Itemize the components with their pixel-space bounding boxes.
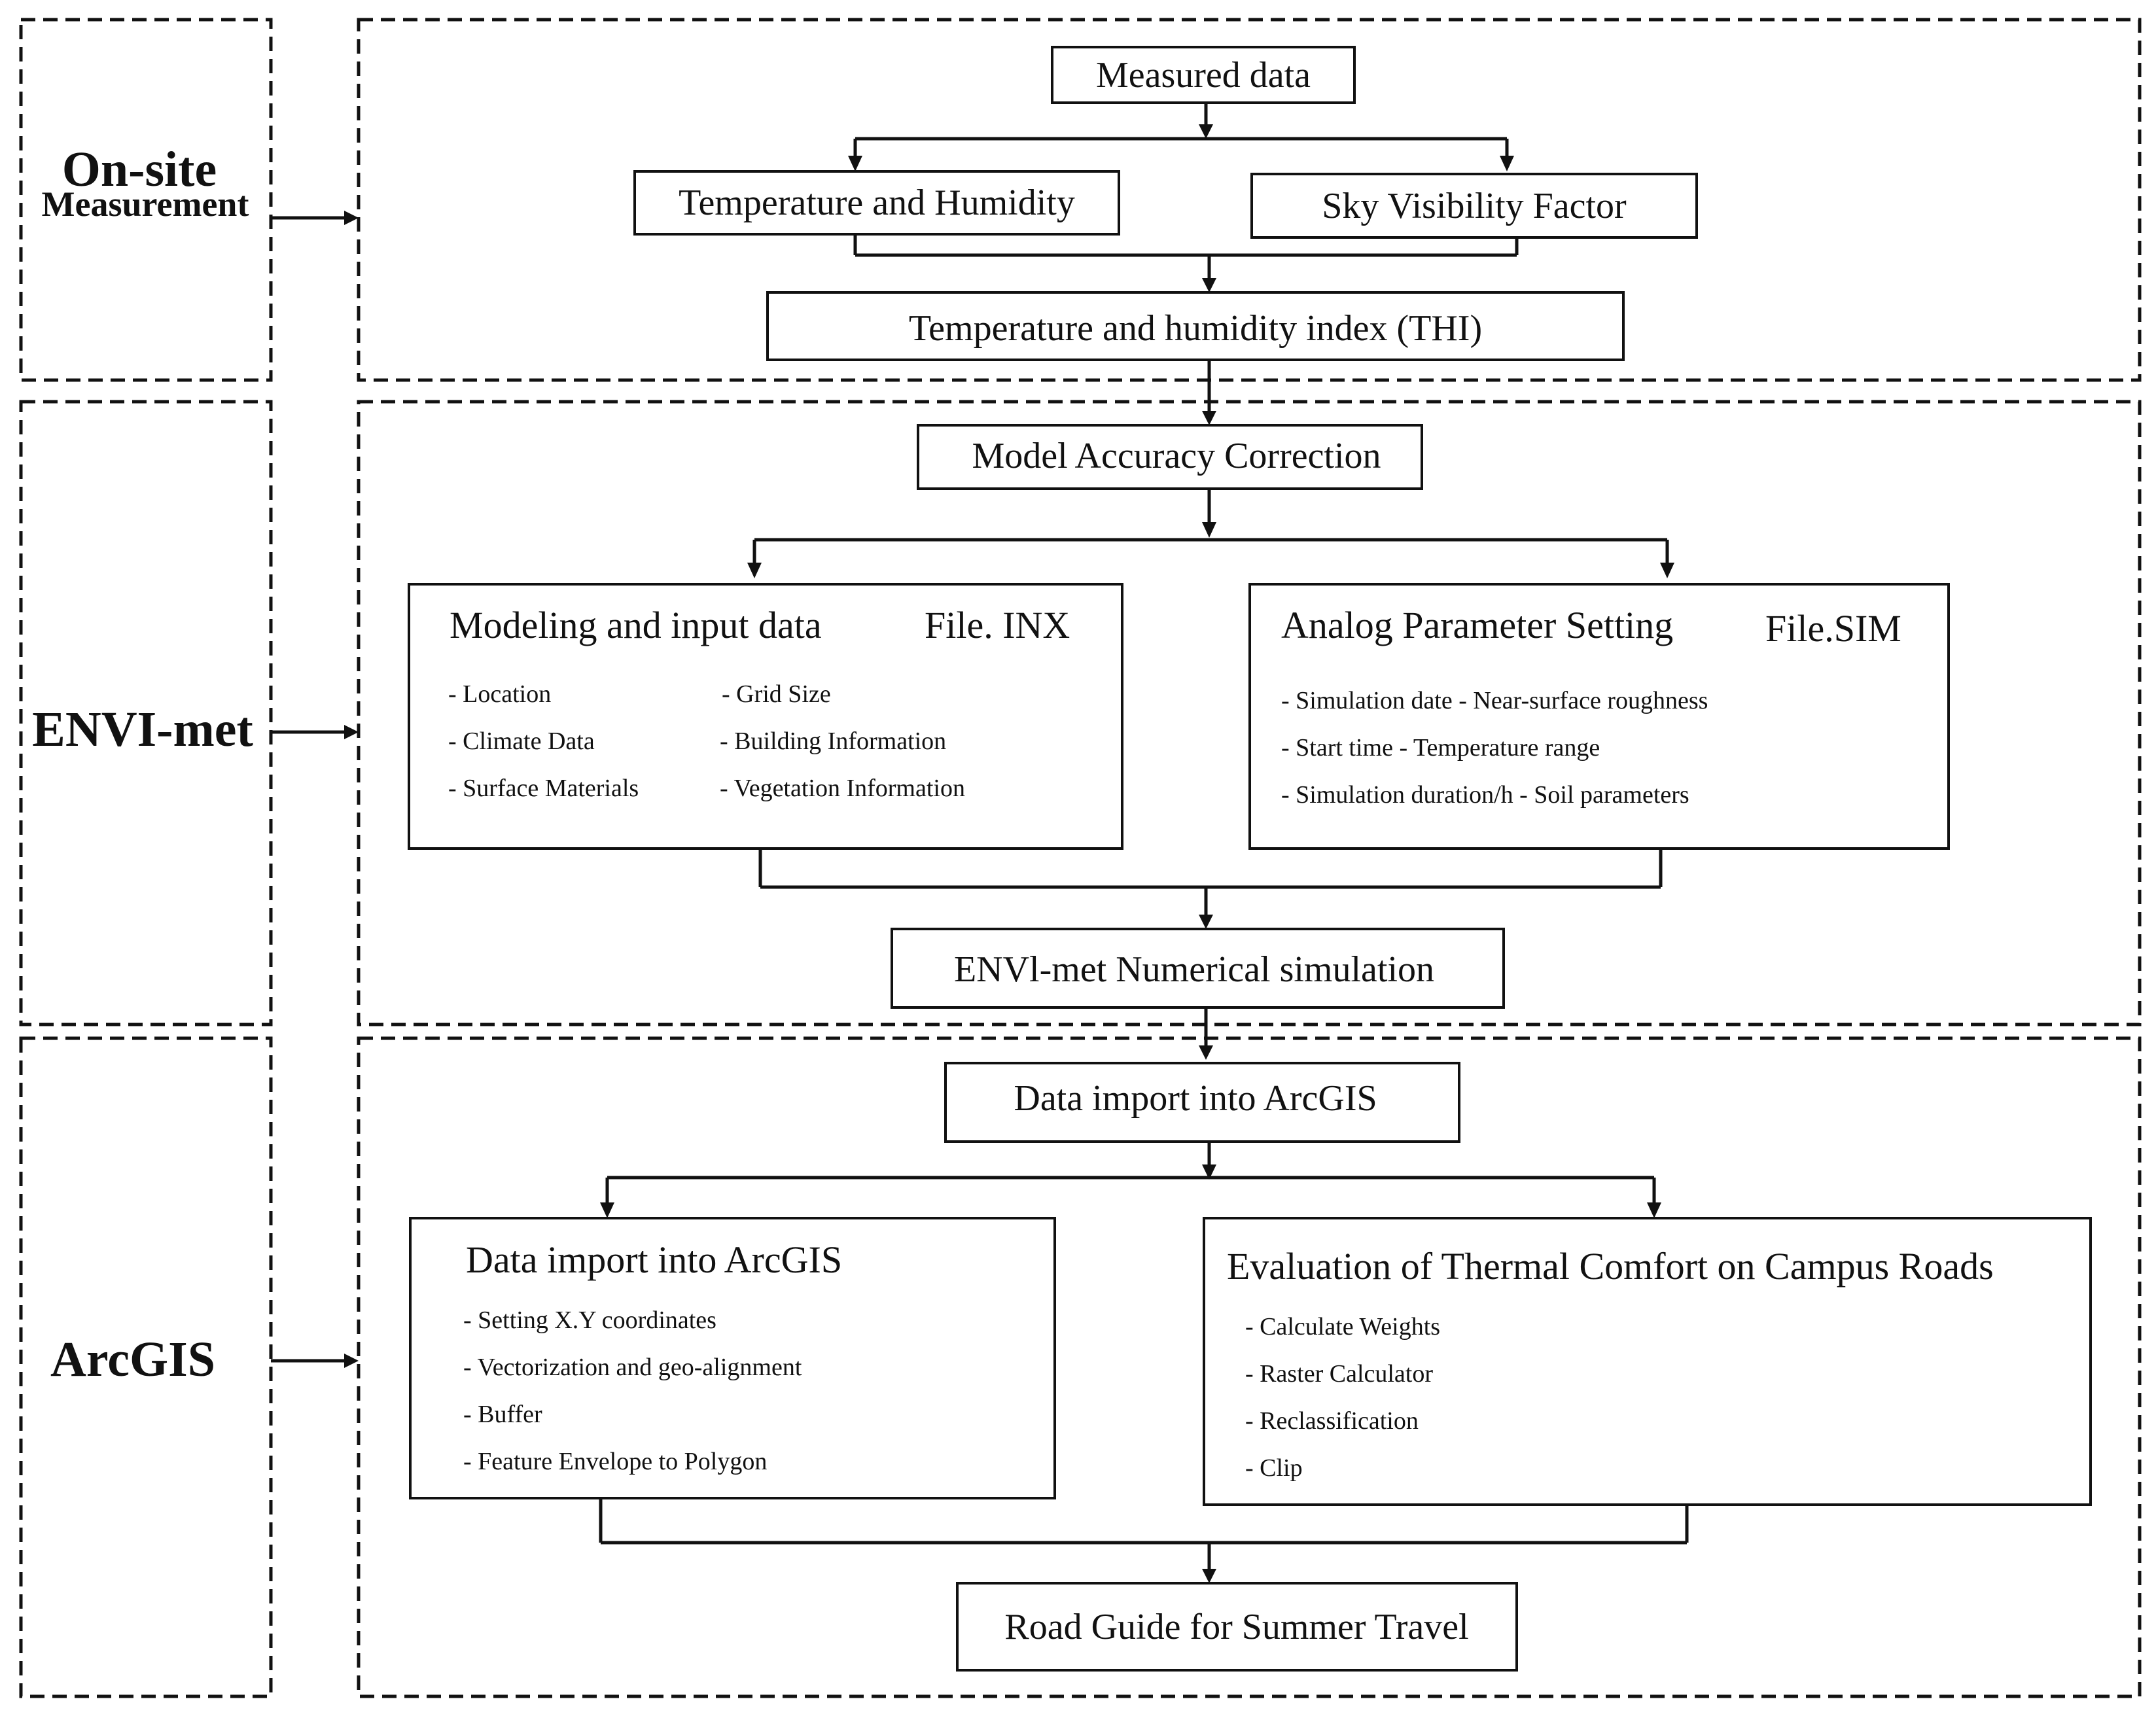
modeling-input-box-group: Modeling and input data File. INX - Loca…	[408, 583, 1123, 850]
arcgis-content-frame	[357, 1036, 2142, 1698]
road-guide-label: Road Guide for Summer Travel	[1004, 1607, 1468, 1647]
data-import-detail-item-vectorization: - Vectorization and geo-alignment	[463, 1354, 802, 1381]
model-accuracy-label: Model Accuracy Correction	[972, 436, 1381, 476]
analog-params-file: File.SIM	[1765, 607, 1901, 650]
onsite-section-subtitle: Measurement	[42, 184, 249, 224]
arcgis-section-title: ArcGIS	[50, 1332, 215, 1387]
arcgis-label-frame	[19, 1036, 273, 1698]
data-import-label: Data import into ArcGIS	[1014, 1078, 1377, 1119]
data-import-box	[944, 1062, 1460, 1143]
analog-params-item-date: - Simulation date - Near-surface roughne…	[1281, 687, 1708, 714]
modeling-input-file: File. INX	[925, 604, 1070, 646]
envi-simulation-box	[891, 928, 1505, 1009]
onsite-link-arrow	[271, 211, 359, 225]
modeling-input-item-surface: - Surface Materials	[448, 775, 639, 802]
thi-box	[766, 291, 1625, 361]
thermal-eval-title: Evaluation of Thermal Comfort on Campus …	[1227, 1245, 1994, 1287]
data-import-detail-box-group: Data import into ArcGIS - Setting X.Y co…	[409, 1217, 1056, 1499]
thermal-eval-item-raster: - Raster Calculator	[1245, 1360, 1433, 1388]
arcgis-link-arrow	[271, 1354, 359, 1368]
model-accuracy-box	[917, 424, 1423, 490]
road-guide-box	[956, 1582, 1518, 1672]
sky-visibility-box	[1250, 173, 1698, 239]
envimet-section-title: ENVI-met	[32, 702, 253, 757]
thermal-eval-item-weights: - Calculate Weights	[1245, 1313, 1440, 1340]
flow-arrowheads	[600, 124, 1674, 1583]
data-import-detail-item-coordinates: - Setting X.Y coordinates	[463, 1306, 716, 1334]
data-import-detail-item-envelope: - Feature Envelope to Polygon	[463, 1448, 767, 1475]
modeling-input-item-vegetation: - Vegetation Information	[720, 775, 965, 802]
measured-data-box	[1051, 46, 1356, 104]
onsite-label-frame	[19, 18, 273, 382]
flow-connectors	[599, 103, 1689, 1573]
data-import-detail-box	[409, 1217, 1056, 1499]
thermal-eval-box	[1203, 1217, 2092, 1506]
analog-params-box-group: Analog Parameter Setting File.SIM - Simu…	[1248, 583, 1950, 850]
modeling-input-item-location: - Location	[448, 680, 551, 708]
thermal-eval-item-reclass: - Reclassification	[1245, 1407, 1419, 1435]
envimet-content-frame	[357, 400, 2142, 1026]
temp-humidity-label: Temperature and Humidity	[679, 183, 1075, 223]
envimet-link-arrow	[271, 725, 359, 739]
envimet-label-frame	[19, 400, 273, 1026]
measured-data-label: Measured data	[1096, 55, 1311, 96]
analog-params-box	[1248, 583, 1950, 850]
temp-humidity-box	[633, 170, 1120, 236]
onsite-section-title: On-site	[62, 142, 217, 197]
onsite-content-frame	[357, 18, 2142, 382]
analog-params-item-duration: - Simulation duration/h - Soil parameter…	[1281, 781, 1689, 809]
data-import-detail-item-buffer: - Buffer	[463, 1401, 542, 1428]
analog-params-item-start: - Start time - Temperature range	[1281, 734, 1600, 762]
envi-simulation-label: ENVl-met Numerical simulation	[954, 949, 1434, 990]
sky-visibility-label: Sky Visibility Factor	[1322, 186, 1627, 226]
modeling-input-box	[408, 583, 1123, 850]
modeling-input-title: Modeling and input data	[450, 604, 822, 646]
modeling-input-item-climate: - Climate Data	[448, 727, 595, 755]
analog-params-title: Analog Parameter Setting	[1281, 604, 1673, 646]
modeling-input-item-grid: - Grid Size	[722, 680, 831, 708]
data-import-detail-title: Data import into ArcGIS	[466, 1238, 842, 1281]
thi-label: Temperature and humidity index (THI)	[909, 308, 1482, 349]
modeling-input-item-building: - Building Information	[720, 727, 946, 755]
thermal-eval-item-clip: - Clip	[1245, 1454, 1303, 1482]
thermal-eval-box-group: Evaluation of Thermal Comfort on Campus …	[1203, 1217, 2092, 1506]
